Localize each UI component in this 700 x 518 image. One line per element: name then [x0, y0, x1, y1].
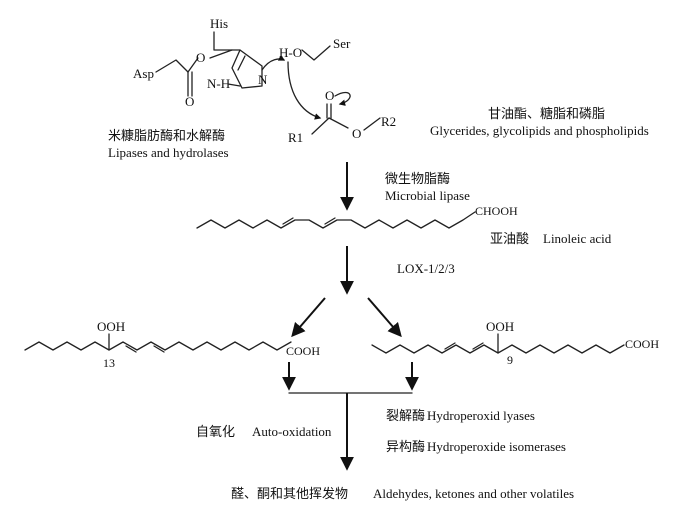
imidazole-ring	[231, 49, 263, 89]
13-hpode-double-bond-1	[125, 345, 137, 353]
asp-to-his-bond	[209, 49, 233, 59]
asp-ester-oxygen: O	[196, 50, 205, 65]
isomerase-en-label: Hydroperoxide isomerases	[427, 439, 566, 454]
asp-carbonyl-oxygen: O	[185, 94, 194, 109]
substrate-ester-bond	[328, 117, 349, 129]
9-hpode-ooh: OOH	[486, 319, 514, 334]
catalytic-triad-mechanism: His N N-H Asp O O H-O Ser O R1 O R2	[133, 16, 396, 145]
r2-label: R2	[381, 114, 396, 129]
substrates-en-label: Glycerides, glycolipids and phospholipid…	[430, 123, 649, 138]
ser-chain-bond	[301, 45, 331, 61]
substrate-ester-oxygen: O	[352, 126, 361, 141]
linoleic-acid-en-label: Linoleic acid	[543, 231, 612, 246]
lipases-zh-label: 米糠脂肪酶和水解酶	[108, 128, 225, 143]
products-en-label: Aldehydes, ketones and other volatiles	[373, 486, 574, 501]
nh-to-ring-bond	[227, 83, 241, 87]
ser-label: Ser	[333, 36, 351, 51]
lyase-zh-label: 裂解酶	[386, 408, 425, 423]
his-label: His	[210, 16, 228, 31]
electron-push-arrow-ser	[287, 61, 322, 120]
split-arrow-9-hpode	[367, 297, 402, 338]
13-hpode-double-bond-2	[153, 345, 165, 353]
products-zh-label: 醛、酮和其他挥发物	[231, 486, 348, 501]
asp-ester-bond	[187, 57, 199, 73]
microbial-lipase-zh-label: 微生物脂酶	[385, 171, 450, 186]
microbial-lipase-en-label: Microbial lipase	[385, 188, 470, 203]
9-hpode-double-bond-2	[472, 342, 484, 350]
13-hpode-ooh: OOH	[97, 319, 125, 334]
lyase-en-label: Hydroperoxid lyases	[427, 408, 535, 423]
asp-label: Asp	[133, 66, 154, 81]
carbonyl-push-arrow	[334, 91, 351, 106]
r1-label: R1	[288, 130, 303, 145]
9-hpode-double-bond-1	[444, 342, 456, 350]
h-o-label: H-O	[279, 45, 302, 60]
imidazole-double-bond	[237, 55, 246, 71]
13-hpode-position: 13	[103, 356, 115, 370]
n-h-label: N-H	[207, 76, 230, 91]
substrates-zh-label: 甘油酯、糖脂和磷脂	[488, 106, 605, 121]
lox-label: LOX-1/2/3	[397, 261, 455, 276]
asp-chain-bond	[155, 59, 189, 73]
auto-oxidation-en-label: Auto-oxidation	[252, 424, 332, 439]
13-hpode-chain	[24, 341, 292, 351]
linoleic-double-bond-2	[324, 217, 336, 225]
electron-push-arrow-his	[261, 54, 286, 71]
linoleic-acid-zh-label: 亚油酸	[490, 231, 529, 246]
linoleic-double-bond-1	[282, 217, 294, 225]
9-hpode-carboxyl: COOH	[625, 337, 659, 351]
auto-oxidation-zh-label: 自氧化	[196, 424, 235, 439]
substrate-r2-bond	[363, 117, 381, 131]
isomerase-zh-label: 异构酶	[386, 439, 425, 454]
substrate-carbonyl-oxygen: O	[325, 88, 334, 103]
lipases-en-label: Lipases and hydrolases	[108, 145, 229, 160]
substrate-r1-bond	[311, 117, 330, 135]
his-side-chain-bond	[213, 31, 241, 51]
ring-nitrogen: N	[258, 72, 268, 87]
linoleic-carboxyl: CHOOH	[475, 204, 518, 218]
9-hpode-position: 9	[507, 353, 513, 367]
13-hpode-carboxyl: COOH	[286, 344, 320, 358]
13-hydroperoxide-structure: OOH 13 COOH	[24, 319, 320, 370]
linoleic-chain	[196, 211, 476, 229]
linoleic-acid-structure: CHOOH	[196, 204, 518, 229]
split-arrow-13-hpode	[291, 297, 326, 338]
9-hydroperoxide-structure: OOH 9 COOH	[371, 319, 659, 367]
